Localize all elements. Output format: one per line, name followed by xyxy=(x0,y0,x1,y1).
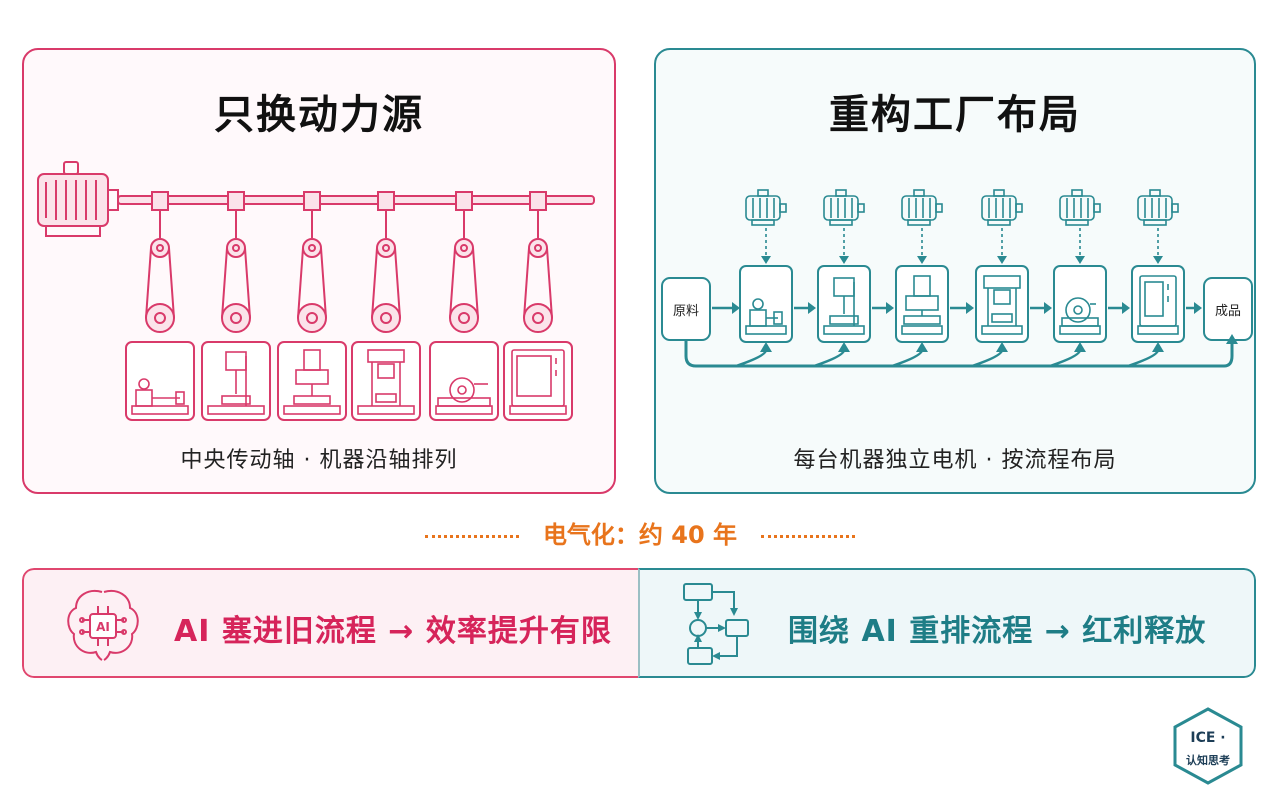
hexagon-icon xyxy=(1173,707,1243,785)
left-panel-title: 只换动力源 xyxy=(214,92,424,138)
ai-old-process-box: AI AI 塞进旧流程 → 效率提升有限 xyxy=(22,568,638,678)
drill-press-icon xyxy=(823,277,865,335)
belt-drive xyxy=(125,191,195,421)
lathe-icon xyxy=(745,298,787,335)
right-panel-caption: 每台机器独立电机 · 按流程布局 xyxy=(793,448,1117,473)
press-icon xyxy=(981,275,1023,335)
logo-line1: ICE · xyxy=(1190,730,1226,746)
milling-machine-icon xyxy=(283,349,341,415)
dotted-divider-right xyxy=(761,534,856,538)
cnc-machine-icon xyxy=(509,349,567,415)
press-icon xyxy=(357,349,415,415)
grinder-icon xyxy=(1059,297,1101,335)
cnc-machine-icon xyxy=(1137,275,1179,335)
electric-motor-icon xyxy=(823,189,865,226)
electric-motor-icon xyxy=(1059,189,1101,226)
left-panel: 只换动力源 中央传动轴 · 机器沿轴排列 xyxy=(22,48,616,494)
milling-machine-icon xyxy=(901,275,943,335)
era-text: 电气化：约 40 年 xyxy=(542,521,738,549)
flowchart-icon xyxy=(683,583,749,665)
ai-new-process-text: 围绕 AI 重排流程 → 红利释放 xyxy=(788,614,1207,649)
product-box xyxy=(1203,277,1253,341)
product-label: 成品 xyxy=(1214,304,1241,319)
left-panel-caption: 中央传动轴 · 机器沿轴排列 xyxy=(180,448,458,473)
right-panel: 重构工厂布局 原料 成品 每台机器独立电机 · 按流程布局 xyxy=(654,48,1256,494)
lathe-icon xyxy=(131,378,189,415)
ai-new-process-box: 围绕 AI 重排流程 → 红利释放 xyxy=(638,568,1256,678)
right-panel-title: 重构工厂布局 xyxy=(829,92,1081,138)
era-label: 电气化：约 40 年 xyxy=(0,515,1280,550)
line-shaft-diagram xyxy=(37,161,595,421)
belt-drive xyxy=(201,191,271,421)
logo-line2: 认知思考 xyxy=(1186,754,1230,767)
drill-press-icon xyxy=(207,351,265,415)
electric-motor-icon xyxy=(37,161,119,237)
belt-drive xyxy=(503,191,573,421)
grinder-icon xyxy=(435,377,493,415)
electric-motor-icon xyxy=(901,189,943,226)
ai-old-process-text: AI 塞进旧流程 → 效率提升有限 xyxy=(174,614,612,649)
comparison-banner: AI AI 塞进旧流程 → 效率提升有限 围绕 AI 重排流程 xyxy=(22,568,1256,678)
electric-motor-icon xyxy=(745,189,787,226)
belt-drive xyxy=(429,191,499,421)
ice-logo: ICE · 认知思考 xyxy=(1172,706,1244,786)
unit-drive-diagram xyxy=(661,189,1253,368)
belt-drive xyxy=(277,191,347,421)
dotted-divider-left xyxy=(424,534,519,538)
electric-motor-icon xyxy=(981,189,1023,226)
raw-material-label: 原料 xyxy=(672,304,699,319)
brain-icon-text: AI xyxy=(96,620,110,634)
brain-icon: AI xyxy=(67,590,139,661)
electric-motor-icon xyxy=(1137,189,1179,226)
belt-drive xyxy=(351,191,421,421)
